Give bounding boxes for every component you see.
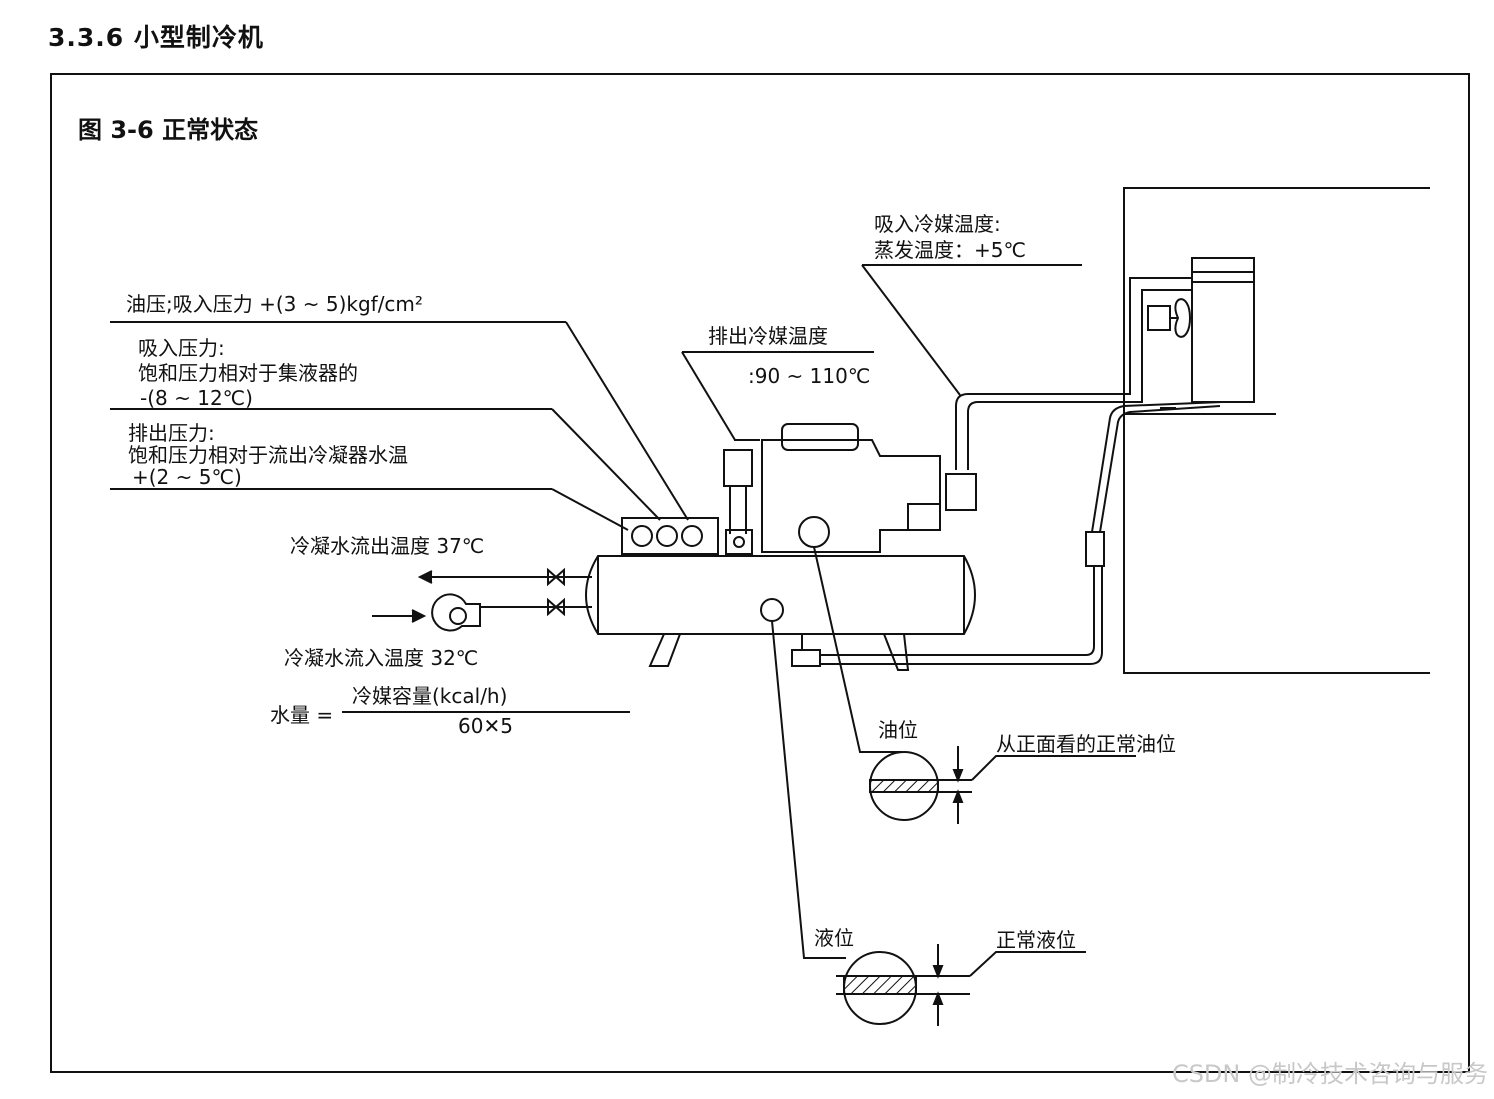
liquid-level-label: 液位 xyxy=(814,926,854,950)
water-in-valve xyxy=(548,600,564,614)
discharge-temp-value: :90 ~ 110℃ xyxy=(748,364,871,388)
suction-pressure-gauge xyxy=(657,526,677,546)
water-flow-label: 水量 = xyxy=(270,703,334,727)
suction-pressure-label-3: -(8 ~ 12℃) xyxy=(140,386,253,410)
figure-title: 图 3-6 正常状态 xyxy=(78,116,259,144)
discharge-pressure-label-2: 饱和压力相对于流出冷凝器水温 xyxy=(128,443,408,467)
oil-level-normal-label: 从正面看的正常油位 xyxy=(996,732,1176,756)
oil-pressure-label: 油压;吸入压力 +(3 ~ 5)kgf/cm² xyxy=(126,292,423,316)
evaporator-room xyxy=(1124,188,1430,673)
evaporator-fan-motor xyxy=(1148,306,1170,330)
water-out-valve xyxy=(548,570,564,584)
liquid-line xyxy=(820,566,1094,655)
discharge-temp-title: 排出冷媒温度 xyxy=(708,324,828,348)
solenoid-valve xyxy=(1086,532,1104,566)
condenser-receiver xyxy=(586,556,975,634)
suction-pressure-label-1: 吸入压力: xyxy=(138,336,225,360)
oil-pressure-gauge xyxy=(682,526,702,546)
evaporator-fan-icon xyxy=(1175,299,1190,337)
suction-pressure-label-2: 饱和压力相对于集液器的 xyxy=(138,361,358,385)
watermark: CSDN @制冷技术咨询与服务 xyxy=(1171,1060,1488,1088)
gauge-panel xyxy=(622,518,718,554)
discharge-pressure-label-3: +(2 ~ 5℃) xyxy=(132,465,242,489)
cond-water-in-label: 冷凝水流入温度 32℃ xyxy=(284,646,479,670)
water-flow-denominator: 60✕5 xyxy=(458,714,513,738)
suction-temp-label: 吸入冷媒温度: xyxy=(874,212,1001,236)
evaporator-unit xyxy=(1192,258,1254,402)
water-flow-numerator: 冷媒容量(kcal/h) xyxy=(352,684,508,708)
water-pump xyxy=(432,594,480,630)
liquid-level-normal-label: 正常液位 xyxy=(996,928,1076,952)
suction-service-valve xyxy=(946,474,976,510)
oil-sight-glass xyxy=(799,517,829,547)
cond-water-out-label: 冷凝水流出温度 37℃ xyxy=(290,534,485,558)
compressor xyxy=(762,440,940,552)
figure-frame xyxy=(50,73,1470,1073)
drain-valve xyxy=(792,650,820,666)
evap-temp-label: 蒸发温度：+5℃ xyxy=(874,238,1026,262)
suction-line xyxy=(956,278,1192,470)
oil-level-label: 油位 xyxy=(878,718,918,742)
compressor-head xyxy=(782,424,858,450)
section-title: 3.3.6 小型制冷机 xyxy=(48,23,264,52)
liquid-sight-glass xyxy=(761,599,783,621)
discharge-pressure-gauge xyxy=(632,526,652,546)
discharge-pressure-label-1: 排出压力: xyxy=(128,421,215,445)
discharge-valve xyxy=(724,450,752,486)
